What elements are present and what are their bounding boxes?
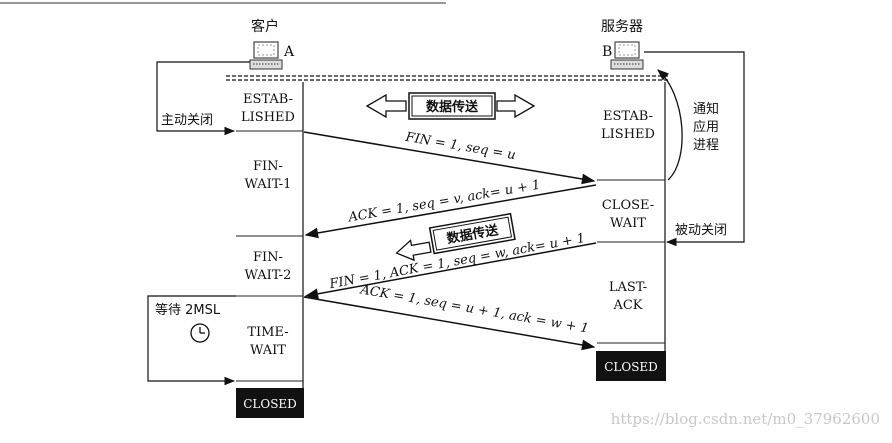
left-arrow-icon: [395, 239, 432, 262]
client-state-fin-wait-2-line1: FIN-: [253, 250, 283, 265]
client-state-established-line1: ESTAB-: [243, 92, 293, 107]
double-arrow-icon: [365, 93, 536, 119]
data-transfer-box-inner: [411, 95, 493, 117]
clock-icon: [190, 323, 210, 343]
ack-arrow: [304, 184, 597, 239]
data-transfer-box: [428, 212, 516, 255]
notify-app-label-line2: 应用: [693, 119, 719, 135]
wait-2msl-arrow: [147, 295, 236, 386]
server-id: B: [602, 44, 612, 60]
notify-app-label-line3: 进程: [693, 138, 719, 153]
server-state-close-wait-line1: CLOSE-: [602, 198, 654, 213]
data-transfer-box-inner: [432, 216, 513, 251]
server-closed-box: [596, 351, 666, 381]
computer-icon: [610, 41, 644, 70]
notify-app-label-line1: 通知: [693, 101, 719, 117]
client-closed-box: [236, 388, 304, 418]
server-state-established-line1: ESTAB-: [603, 109, 653, 124]
fin-arrow: [303, 131, 596, 185]
server-state-last-ack-line1: LAST-: [609, 280, 647, 295]
client-state-fin-wait-2-line2: WAIT-2: [245, 268, 292, 283]
client-state-time-wait-line2: WAIT: [250, 343, 286, 358]
wait-2msl-label: 等待 2MSL: [155, 302, 221, 318]
client-state-fin-wait-1-line2: WAIT-1: [245, 177, 292, 192]
server-state-close-wait-line2: WAIT: [610, 216, 646, 231]
server-title: 服务器: [601, 19, 643, 35]
data-transfer-box: [408, 92, 496, 120]
computer-icon: [249, 41, 283, 70]
client-state-established-line2: LISHED: [241, 110, 295, 125]
passive-close-label: 被动关闭: [675, 223, 727, 238]
active-close-arrow: [156, 61, 250, 136]
client-state-time-wait-line1: TIME-: [247, 325, 288, 340]
final-ack-arrow: [303, 296, 596, 351]
data-transfer-label: 数据传送: [426, 99, 479, 115]
client-title: 客户: [251, 18, 279, 35]
message-ack: ACK = 1, seq = v, ack= u + 1: [346, 178, 541, 226]
client-state-closed: CLOSED: [243, 397, 297, 411]
data-transfer-2-group: 数据传送: [395, 212, 516, 262]
passive-close-arrow: [644, 51, 745, 247]
server-state-closed: CLOSED: [604, 360, 658, 374]
active-close-label: 主动关闭: [161, 113, 213, 128]
server-state-last-ack-line2: ACK: [612, 298, 642, 313]
message-final-ack: ACK = 1, seq = u + 1, ack = w + 1: [358, 282, 589, 336]
client-id: A: [283, 44, 295, 60]
server-state-established-line2: LISHED: [601, 127, 655, 142]
client-state-fin-wait-1-line1: FIN-: [253, 159, 283, 174]
fin-ack-arrow: [304, 242, 597, 300]
watermark: https://blog.csdn.net/m0_37962600: [611, 410, 880, 428]
notify-app-arrow: [657, 69, 683, 181]
